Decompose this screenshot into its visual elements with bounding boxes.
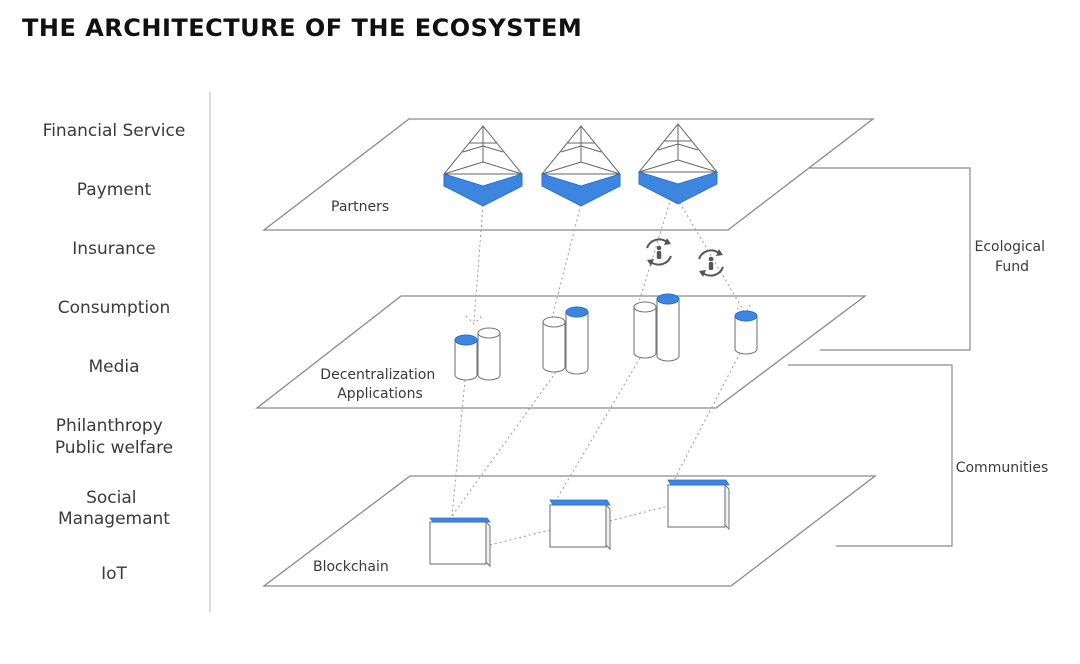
block-icon xyxy=(429,517,491,568)
pyramid-icon xyxy=(442,125,524,207)
sector-philanthropy: Philanthropy Public welfare xyxy=(55,416,173,458)
page-title: THE ARCHITECTURE OF THE ECOSYSTEM xyxy=(22,14,583,42)
dapps-label: Decentralization Applications xyxy=(320,367,439,402)
block-icon xyxy=(667,479,730,531)
cylinder-icon xyxy=(454,327,501,381)
block-icon xyxy=(549,499,611,551)
sector-payment: Payment xyxy=(77,180,152,200)
cylinder-icon xyxy=(734,310,758,355)
pyramid-icon xyxy=(540,125,622,207)
sector-list: Financial Service Payment Insurance Cons… xyxy=(43,121,186,584)
sector-social-management: Social Managemant xyxy=(58,488,170,529)
sector-financial-service: Financial Service xyxy=(43,121,186,141)
communities-label: Communities xyxy=(956,460,1049,476)
sector-media: Media xyxy=(88,357,139,377)
connector-lines xyxy=(451,197,751,546)
ecological-fund-bracket xyxy=(805,167,971,351)
cylinder-icon xyxy=(542,306,589,375)
partners-label: Partners xyxy=(331,199,389,215)
sector-insurance: Insurance xyxy=(72,239,155,259)
ecological-fund-label: Ecological Fund xyxy=(975,239,1050,275)
sector-iot: IoT xyxy=(101,564,127,584)
exchange-person-icon xyxy=(646,238,672,266)
exchange-person-icon xyxy=(698,249,724,277)
sector-consumption: Consumption xyxy=(58,298,171,318)
pyramid-icon xyxy=(637,123,719,205)
cylinder-icon xyxy=(633,293,680,362)
communities-bracket xyxy=(788,364,953,547)
blockchain-label: Blockchain xyxy=(313,559,389,575)
